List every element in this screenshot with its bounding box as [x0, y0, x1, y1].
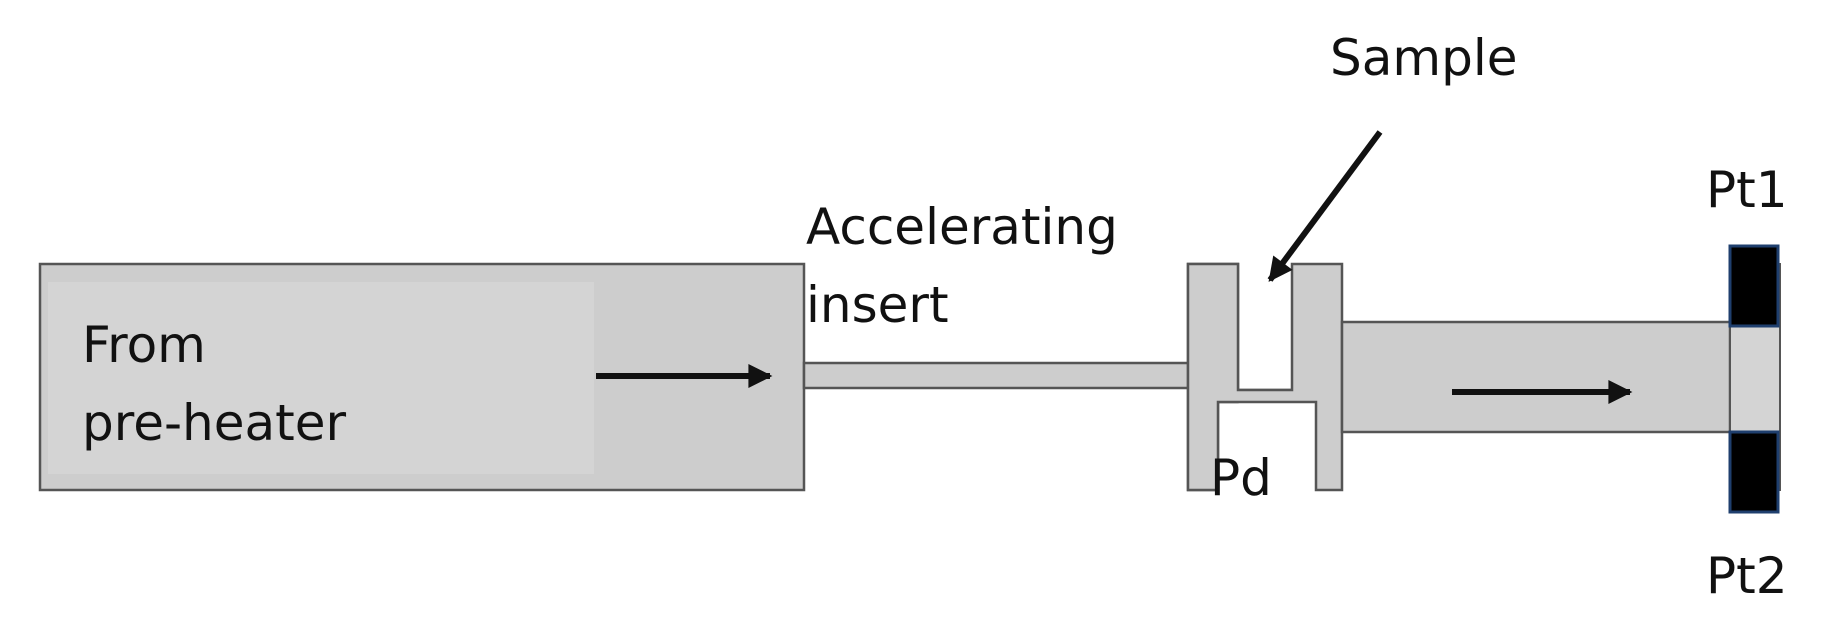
label-pd: Pd: [1210, 449, 1272, 507]
label-pt2: Pt2: [1706, 547, 1788, 605]
accelerating-insert-tube: [802, 361, 1192, 390]
label-accelerating-insert: Accelerating insert: [806, 198, 1118, 334]
outlet-tube: [1340, 320, 1732, 434]
label-from-preheater: From pre-heater: [82, 316, 347, 452]
label-sample: Sample: [1330, 29, 1518, 87]
preheater-inner-panel: [48, 282, 594, 474]
sample-holder-u: [1186, 262, 1344, 492]
pt1-electrode: [1728, 244, 1780, 328]
label-pt1: Pt1: [1706, 161, 1788, 219]
sample-pointer-arrow: [1267, 130, 1383, 282]
pt2-electrode: [1728, 430, 1780, 514]
